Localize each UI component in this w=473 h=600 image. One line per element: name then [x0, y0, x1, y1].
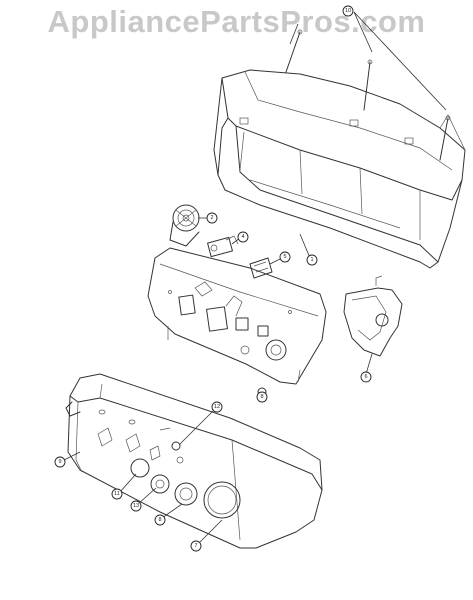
callout-13: 13: [130, 500, 142, 512]
side-bracket: [343, 275, 403, 357]
callout-7-label: 7: [194, 543, 197, 549]
callout-4-label: 4: [241, 234, 244, 240]
selector-switch: [207, 235, 239, 258]
callout-10-label: 10: [345, 8, 351, 14]
callout-10: 10: [342, 5, 354, 17]
console-backsplash: [213, 69, 466, 269]
callout-8-front: 8: [154, 514, 166, 526]
callout-2-label: 2: [210, 215, 213, 221]
callout-8-front-label: 8: [158, 517, 161, 523]
timer-assembly: [169, 204, 200, 247]
callout-7: 7: [190, 540, 202, 552]
callout-11: 11: [111, 488, 123, 500]
control-panel-bracket: [147, 247, 327, 385]
watermark-text: AppliancePartsPros.com: [47, 4, 426, 39]
callout-2: 2: [206, 212, 218, 224]
screws: [285, 29, 451, 161]
callout-12-label: 12: [214, 404, 220, 410]
callout-4: 4: [237, 231, 249, 243]
callout-13-label: 13: [133, 503, 139, 509]
callout-8-bracket: 8: [256, 391, 268, 403]
callout-11-label: 11: [114, 491, 120, 497]
front-control-panel: [65, 373, 323, 549]
callout-1: 1: [306, 254, 318, 266]
callout-8-bracket-label: 8: [260, 394, 263, 400]
callout-5: 5: [279, 251, 291, 263]
callout-12: 12: [211, 401, 223, 413]
callout-9: 9: [54, 456, 66, 468]
callout-9-label: 9: [58, 459, 61, 465]
callout-5-label: 5: [283, 254, 286, 260]
leader-lines: [63, 11, 447, 545]
callout-1-label: 1: [310, 257, 313, 263]
callout-6: 6: [360, 371, 372, 383]
callout-6-label: 6: [364, 374, 367, 380]
